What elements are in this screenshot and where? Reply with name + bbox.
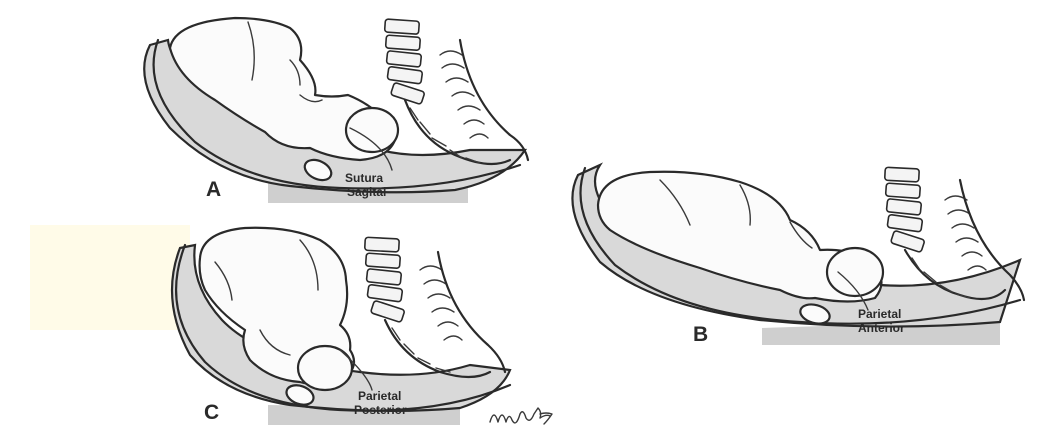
panel-a-annotation-line-1: Sutura	[345, 171, 383, 185]
panel-c-annotation-line-2: Posterior	[354, 403, 407, 417]
panel-b: B Parietal Anterior	[572, 165, 1024, 346]
panel-b-annotation-line-1: Parietal	[858, 307, 901, 321]
panel-a-annotation-line-2: Sagital	[347, 185, 386, 199]
panel-b-annotation-line-2: Anterior	[858, 321, 905, 335]
panel-b-letter: B	[693, 323, 708, 346]
panel-c-spine	[365, 237, 490, 377]
panel-a-sacral-ribs	[440, 40, 528, 160]
panel-c-annotation-line-1: Parietal	[358, 389, 401, 403]
artist-signature	[490, 408, 552, 424]
panel-a: A Sutura Sagital	[144, 18, 528, 203]
panel-c-letter: C	[204, 401, 219, 424]
faint-yellow-patch	[30, 225, 190, 330]
panel-a-letter: A	[206, 178, 221, 201]
panel-c: C Parietal Posterior	[172, 228, 510, 425]
panel-a-spine	[385, 19, 510, 164]
panel-c-sacral-ribs	[420, 252, 505, 372]
